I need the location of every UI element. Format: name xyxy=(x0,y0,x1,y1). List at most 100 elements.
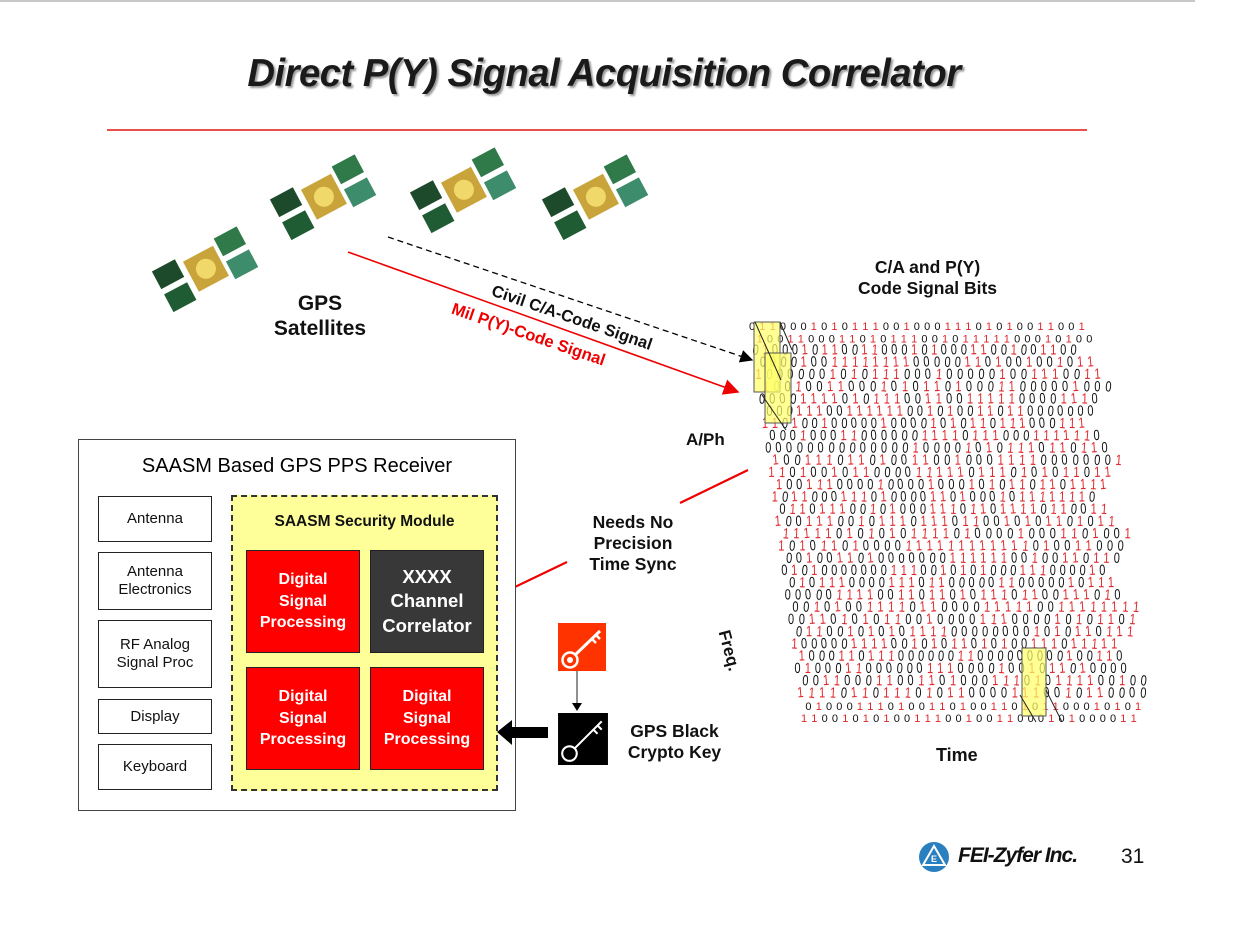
signal-bit: 0 xyxy=(1107,537,1113,554)
signal-bit: 1 xyxy=(867,647,874,664)
signal-bit: 0 xyxy=(946,365,952,382)
crypto-key-label-line1: GPS Black xyxy=(630,721,719,741)
signal-bit: 0 xyxy=(879,574,885,591)
signal-bit: 1 xyxy=(1001,549,1007,566)
signal-bit: 0 xyxy=(890,634,898,652)
signal-bit: 1 xyxy=(1062,549,1069,566)
signal-bit: 1 xyxy=(791,635,798,652)
signal-bit: 0 xyxy=(948,476,954,493)
signal-bit: 0 xyxy=(1086,647,1093,664)
signal-bit: 0 xyxy=(881,341,887,358)
signal-bit: 0 xyxy=(749,321,755,333)
signal-bit: 0 xyxy=(863,390,871,407)
signal-bit: 1 xyxy=(887,402,893,419)
signal-bit: 0 xyxy=(842,390,849,407)
signal-bit: 1 xyxy=(1008,475,1015,492)
signal-bit: 0 xyxy=(899,549,905,566)
signal-bit: 0 xyxy=(862,537,869,554)
signal-bit: 1 xyxy=(851,365,858,382)
signal-bit: 0 xyxy=(929,549,936,566)
signal-bit: 1 xyxy=(1084,365,1091,382)
signal-bit: 0 xyxy=(919,701,925,713)
signal-bit: 1 xyxy=(800,390,807,407)
signal-bit: 1 xyxy=(1086,684,1093,701)
signal-bit: 0 xyxy=(993,512,1000,529)
signal-bit: 1 xyxy=(947,659,954,676)
signal-bit: 0 xyxy=(996,321,1002,333)
signal-bit: 1 xyxy=(883,684,889,701)
signal-bit: 0 xyxy=(810,463,817,480)
signal-bit: 1 xyxy=(1039,488,1047,505)
signal-bit: 0 xyxy=(891,414,897,431)
signal-bit: 0 xyxy=(832,713,838,725)
signal-bit: 0 xyxy=(870,561,877,578)
signal-bit: 1 xyxy=(1009,390,1016,407)
signal-bit: 0 xyxy=(951,512,958,529)
signal-bit: 0 xyxy=(1029,414,1036,431)
signal-bit: 1 xyxy=(1074,427,1081,444)
signal-bit: 1 xyxy=(1122,598,1129,615)
signal-bit: 1 xyxy=(852,463,858,480)
signal-bit: 1 xyxy=(873,390,880,407)
signal-bit: 1 xyxy=(989,476,996,493)
signal-bit: 0 xyxy=(1084,701,1090,713)
signal-bit: 0 xyxy=(868,573,875,590)
signal-bit: 0 xyxy=(905,610,911,627)
signal-bit: 1 xyxy=(958,537,964,554)
signal-bit: 1 xyxy=(791,414,798,431)
signal-bit: 1 xyxy=(1108,512,1115,529)
signal-bit: 1 xyxy=(811,713,817,725)
signal-bit: 1 xyxy=(1053,427,1059,444)
signal-bit: 0 xyxy=(1105,378,1112,395)
signal-bit: 0 xyxy=(1070,500,1077,517)
signal-bit: 0 xyxy=(842,463,848,480)
signal-bit: 0 xyxy=(816,377,822,394)
signal-bit: 1 xyxy=(822,671,829,688)
signal-bit: 0 xyxy=(887,586,894,603)
signal-bit: 0 xyxy=(801,321,807,333)
block-label: Processing xyxy=(259,614,347,632)
signal-bit: 1 xyxy=(894,610,901,627)
signal-bit: 0 xyxy=(1049,414,1056,431)
signal-bit: 1 xyxy=(799,537,805,554)
signal-bit: 1 xyxy=(861,341,868,358)
signal-bit: 1 xyxy=(846,524,853,541)
signal-bit: 0 xyxy=(908,549,915,566)
signal-bit: 0 xyxy=(1023,622,1030,639)
signal-bit: 1 xyxy=(914,713,920,725)
component-label: Antenna xyxy=(127,510,183,527)
signal-bit: 0 xyxy=(1086,610,1093,627)
signal-bit: 0 xyxy=(1056,647,1063,664)
signal-bit: 0 xyxy=(915,390,921,407)
satellite-icon xyxy=(151,226,259,313)
signal-bit: 0 xyxy=(957,659,964,676)
signal-bit: 1 xyxy=(1020,500,1027,517)
signal-bit: 1 xyxy=(888,622,895,639)
signal-bit: 1 xyxy=(958,684,964,701)
signal-bit: 1 xyxy=(939,488,946,505)
signal-bit: 0 xyxy=(900,414,907,431)
signal-bit: 0 xyxy=(1036,353,1043,370)
signal-bit: 0 xyxy=(1100,659,1107,676)
signal-bit: 1 xyxy=(980,586,987,603)
signal-bit: 1 xyxy=(841,610,848,627)
signal-bit: 1 xyxy=(858,451,865,468)
signal-bit: 1 xyxy=(805,659,811,676)
signal-bit: 1 xyxy=(847,623,853,640)
signal-bit: 1 xyxy=(919,598,926,615)
signal-bit: 0 xyxy=(945,378,952,395)
svg-text:E: E xyxy=(931,854,937,864)
signal-bit: 0 xyxy=(1079,561,1085,578)
signal-bit: 1 xyxy=(1129,610,1136,627)
signal-bit: 1 xyxy=(830,365,836,382)
signal-bit: 1 xyxy=(1108,573,1115,590)
signal-bit: 1 xyxy=(939,586,946,603)
signal-bit: 0 xyxy=(1007,647,1014,664)
signal-bit: 0 xyxy=(1118,684,1125,701)
signal-bit: 1 xyxy=(924,390,931,407)
signal-bit: 0 xyxy=(796,475,803,492)
signal-bit: 0 xyxy=(982,623,988,640)
signal-bit: 1 xyxy=(852,537,858,554)
